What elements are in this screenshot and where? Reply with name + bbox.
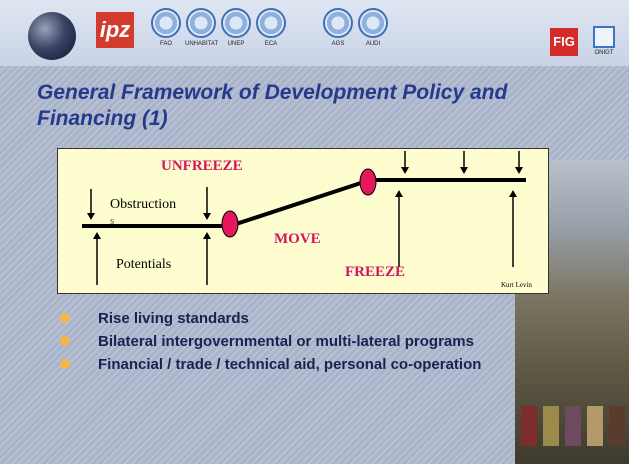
logo-bar: ipz FAO UNHABITAT UNEP ECA AGS AUDI FIG (0, 0, 629, 66)
bullet-dot-icon (60, 336, 70, 346)
change-model-graphic (82, 151, 526, 285)
author-credit: Kurt Levin (501, 281, 532, 289)
un-emblem-icon (186, 8, 216, 38)
un-agency-logo: UNEP (220, 8, 252, 47)
freeze-marker (359, 168, 377, 196)
lewin-change-diagram: UNFREEZE MOVE FREEZE Obstruction s Poten… (57, 148, 549, 294)
un-agency-logo: ECA (255, 8, 287, 47)
freeze-label: FREEZE (345, 264, 406, 280)
un-emblem-icon (221, 8, 251, 38)
slide-title: General Framework of Development Policy … (37, 81, 508, 130)
agency-logo: AGS (322, 8, 354, 47)
unfreeze-marker (221, 210, 239, 238)
agency-emblem-icon (358, 8, 388, 38)
potentials-label: Potentials (116, 257, 172, 272)
list-item: Financial / trade / technical aid, perso… (60, 356, 510, 373)
onigt-logo: ONIGT (590, 26, 618, 56)
list-item: Bilateral intergovernmental or multi-lat… (60, 333, 510, 350)
obstructions-label: Obstruction (110, 197, 177, 212)
bullet-dot-icon (60, 359, 70, 369)
irz-logo: ipz (96, 12, 134, 48)
globe-icon (28, 12, 76, 60)
list-item: Rise living standards (60, 310, 510, 327)
obstructions-label-suffix: s (110, 215, 115, 227)
unfreeze-label: UNFREEZE (161, 158, 243, 174)
agency-logo: AUDI (357, 8, 389, 47)
bullet-dot-icon (60, 313, 70, 323)
un-emblem-icon (151, 8, 181, 38)
un-agency-logo: FAO (150, 8, 182, 47)
move-label: MOVE (274, 231, 321, 247)
onigt-icon (593, 26, 615, 48)
fig-logo: FIG (550, 28, 578, 56)
un-emblem-icon (256, 8, 286, 38)
un-agency-logo: UNHABITAT (185, 8, 218, 47)
bullet-list: Rise living standards Bilateral intergov… (60, 310, 510, 379)
agency-emblem-icon (323, 8, 353, 38)
